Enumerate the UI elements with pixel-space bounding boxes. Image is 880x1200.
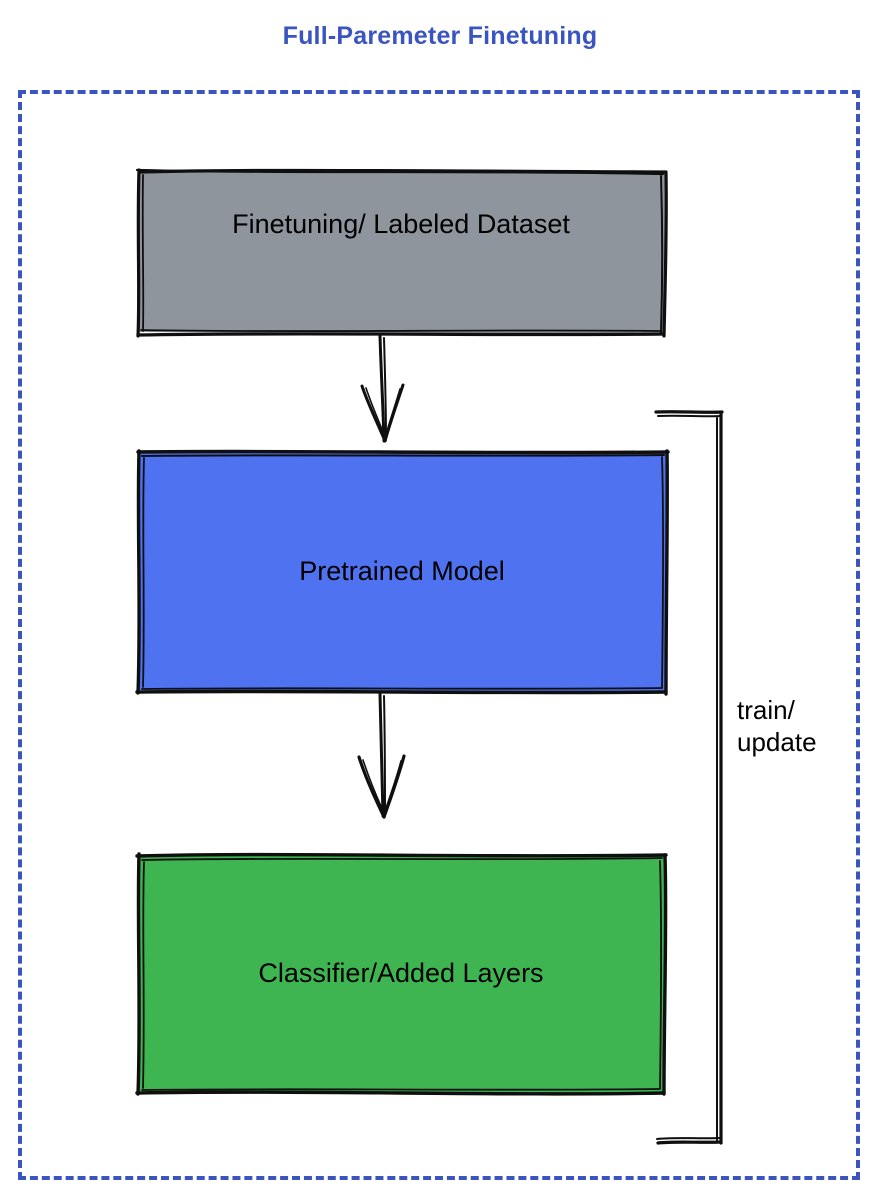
edge-feedback-loop <box>654 410 724 1145</box>
page-title: Full-Paremeter Finetuning <box>282 22 598 50</box>
node-pretrained[interactable]: Pretrained Model <box>136 450 668 694</box>
diagram-boundary-frame <box>18 90 860 1180</box>
node-classifier-label: Classifier/Added Layers <box>258 958 544 989</box>
edge-dataset-to-pretrained <box>360 334 405 443</box>
node-dataset-label: Finetuning/ Labeled Dataset <box>232 209 570 239</box>
node-pretrained-label: Pretrained Model <box>299 556 505 587</box>
node-pretrained-shape[interactable] <box>135 449 670 696</box>
edge-feedback-loop-label: train/ update <box>737 695 817 757</box>
node-dataset[interactable]: Finetuning/ Labeled Dataset <box>136 168 666 336</box>
node-classifier[interactable]: Classifier/Added Layers <box>136 853 666 1095</box>
node-classifier-shape[interactable] <box>135 852 668 1096</box>
edge-pretrained-to-classifier <box>357 692 406 819</box>
node-dataset-shape[interactable] <box>135 168 668 338</box>
